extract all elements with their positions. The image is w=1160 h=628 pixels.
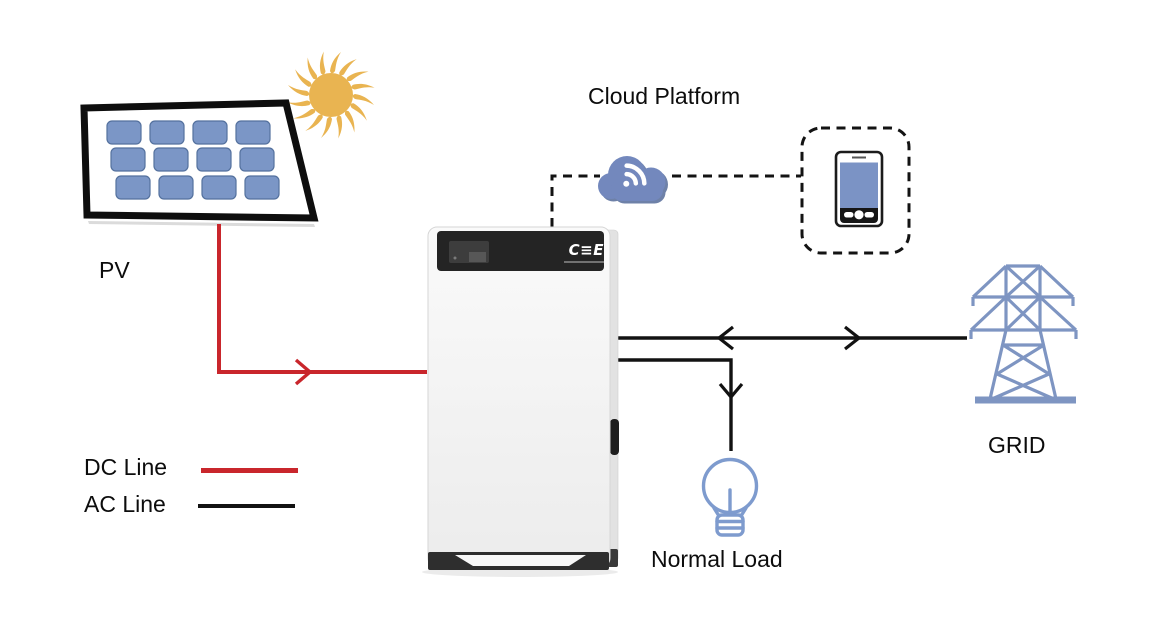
ac-arrow-right — [844, 325, 862, 351]
cloud-platform-label: Cloud Platform — [588, 83, 741, 109]
brand-logo: C≡E — [568, 241, 604, 259]
ac-arrow-left — [716, 325, 734, 351]
app-dashed-frame — [800, 126, 911, 255]
smartphone-icon — [800, 126, 911, 255]
legend-dc-label: DC Line — [84, 454, 168, 480]
ac-arrow-down — [718, 382, 744, 400]
sun-icon — [287, 51, 375, 139]
dc-line-path — [217, 224, 427, 386]
cabinet-handle — [610, 419, 619, 455]
comm-dashed-lines — [550, 174, 801, 227]
legend-ac-label: AC Line — [84, 491, 166, 517]
storage-cabinet — [422, 226, 619, 577]
legend-ac-swatch — [198, 504, 295, 508]
wifi-icon — [623, 163, 647, 187]
light-bulb-icon — [701, 457, 759, 537]
pv-label: PV — [99, 257, 130, 283]
grid-label: GRID — [988, 432, 1046, 458]
solar-panel-icon — [80, 99, 319, 227]
brand-tagline-bar — [564, 261, 604, 263]
normal-load-label: Normal Load — [651, 546, 783, 572]
ac-line-paths — [613, 325, 967, 451]
dc-arrow — [294, 358, 313, 386]
transmission-tower-icon — [969, 264, 1078, 404]
cloud-wifi-icon — [598, 156, 668, 204]
legend-dc-swatch — [201, 468, 298, 473]
